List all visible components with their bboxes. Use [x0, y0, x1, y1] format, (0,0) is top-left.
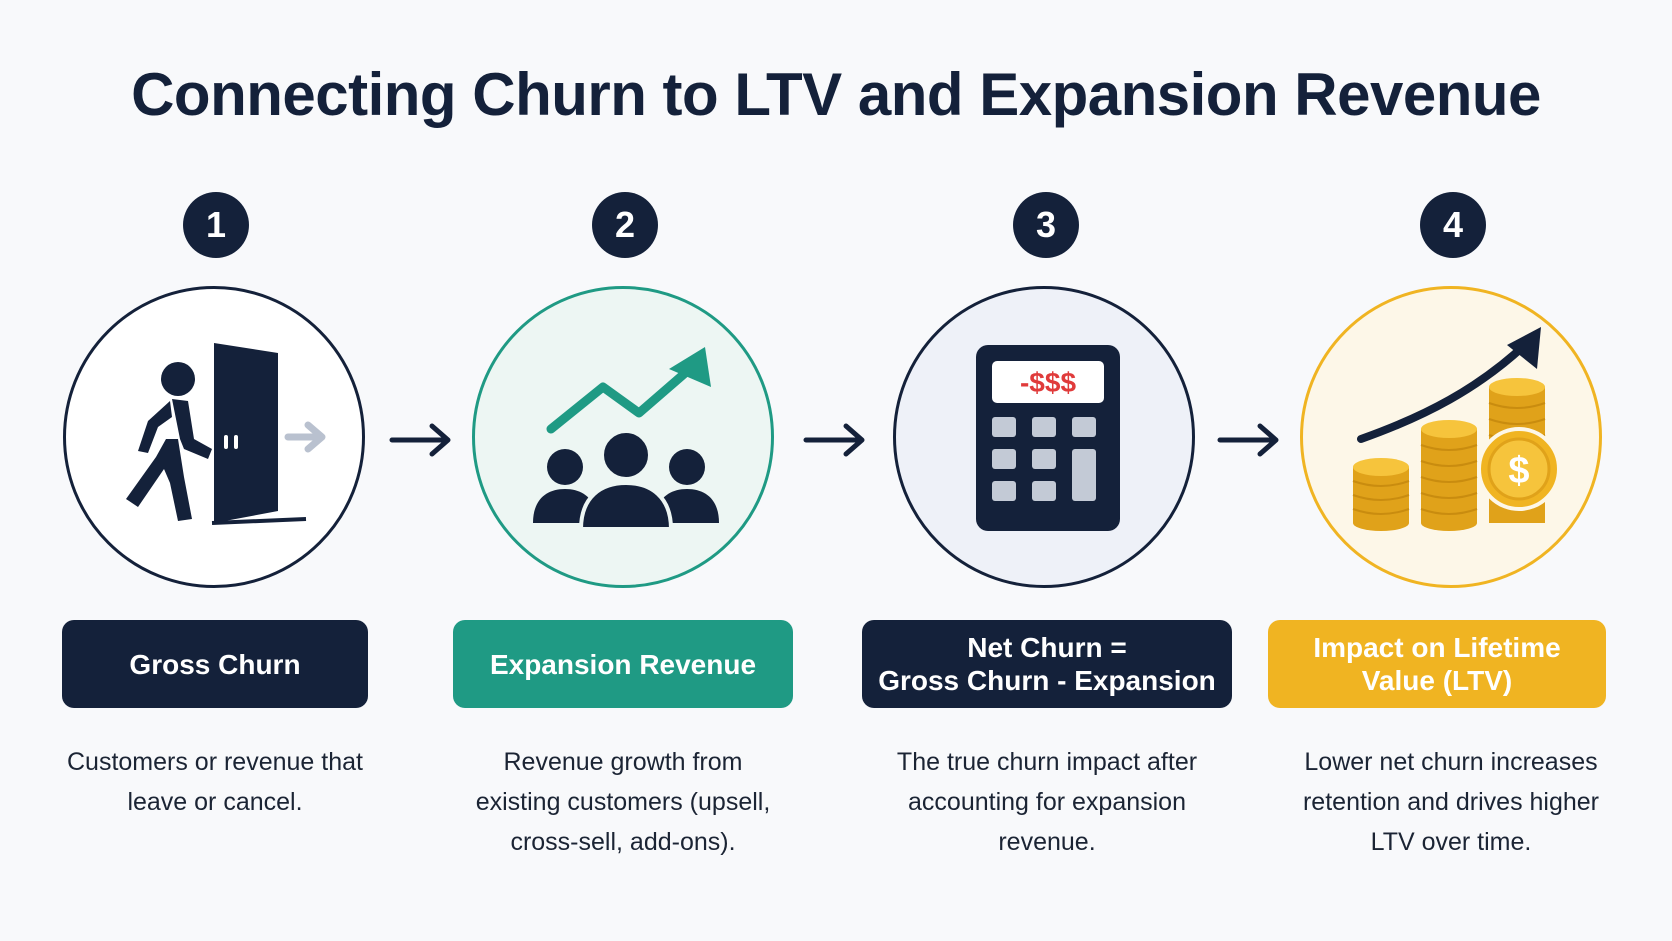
step-3-number-badge: 3: [1013, 192, 1079, 258]
step-3-label-line2: Gross Churn - Expansion: [878, 665, 1216, 696]
step-4-label-line2: Value (LTV): [1361, 665, 1513, 696]
coin-stacks-growth-icon: $: [1352, 327, 1561, 531]
person-leaving-door-icon: [126, 343, 326, 525]
step-3-label: Net Churn = Gross Churn - Expansion: [862, 620, 1232, 708]
step-2-description: Revenue growth from existing customers (…: [475, 748, 771, 856]
step-3-label-line1: Net Churn =: [967, 632, 1127, 663]
calculator-display-text: -$$$: [1020, 367, 1076, 398]
step-4-circle: $: [1300, 286, 1602, 588]
step-1-circle: [63, 286, 365, 588]
step-2-label-text: Expansion Revenue: [489, 648, 757, 680]
arrow-right-icon: [389, 423, 451, 457]
coin-dollar-sign: $: [1508, 450, 1529, 492]
page-title: Connecting Churn to LTV and Expansion Re…: [131, 61, 1541, 128]
step-4-description: Lower net churn increases retention and …: [1302, 748, 1600, 856]
calculator-icon: -$$$: [976, 345, 1120, 531]
step-2-label: Expansion Revenue: [453, 620, 793, 708]
step-3-circle: -$$$: [893, 286, 1195, 588]
group-growth-trend-icon: [533, 347, 719, 531]
step-4-number-badge: 4: [1420, 192, 1486, 258]
step-2-number-badge: 2: [592, 192, 658, 258]
step-1-label: Gross Churn: [62, 620, 368, 708]
step-2-circle: [472, 286, 774, 588]
step-4-label-line1: Impact on Lifetime: [1313, 632, 1561, 663]
step-1-label-text: Gross Churn: [129, 648, 301, 680]
arrow-right-icon: [1217, 423, 1279, 457]
step-3-description: The true churn impact after accounting f…: [896, 748, 1198, 856]
step-1-description: Customers or revenue that leave or cance…: [67, 748, 363, 816]
step-1-number-badge: 1: [183, 192, 249, 258]
arrow-right-icon: [803, 423, 865, 457]
step-4-label: Impact on Lifetime Value (LTV): [1268, 620, 1606, 708]
